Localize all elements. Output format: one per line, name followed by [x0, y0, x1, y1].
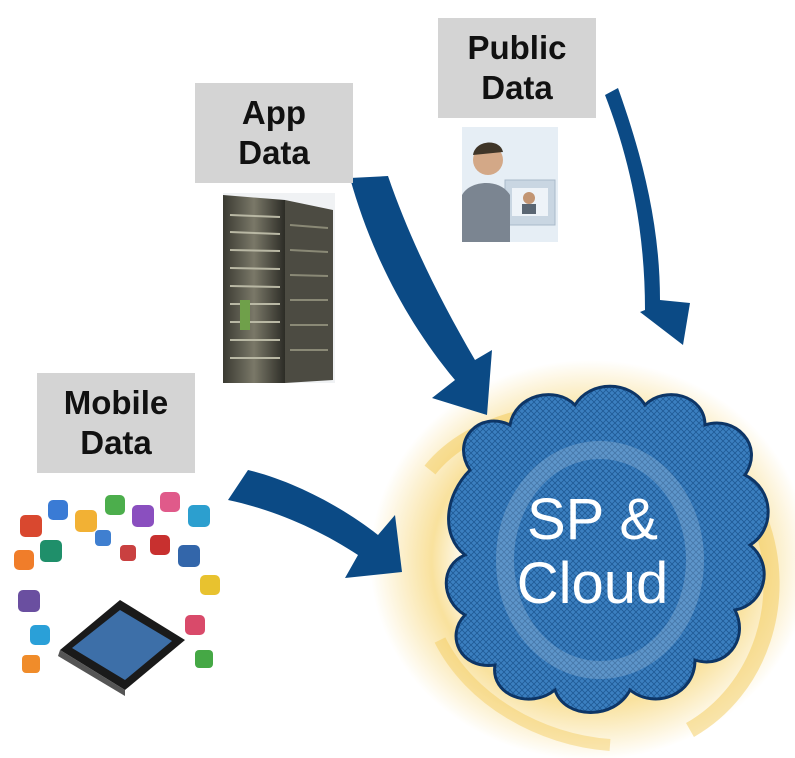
app-data-label: App Data	[195, 83, 353, 183]
person-at-computer-icon	[462, 127, 558, 242]
server-rack-icon	[223, 193, 335, 383]
public-data-label: Public Data	[438, 18, 596, 118]
smartphone-apps-icon	[14, 492, 220, 696]
cloud-label: SP & Cloud	[490, 488, 695, 616]
app-data-label-line-1: App	[241, 94, 307, 131]
app-data-label-line-2: Data	[238, 134, 310, 171]
public-data-label-line-2: Data	[481, 69, 553, 106]
mobile-data-label-line-2: Data	[80, 424, 152, 461]
cloud-label-line-2: Cloud	[516, 551, 669, 616]
public-data-label-line-1: Public	[467, 29, 567, 66]
mobile-data-label: Mobile Data	[37, 373, 195, 473]
mobile-data-label-line-1: Mobile	[63, 384, 169, 421]
arrow-public-to-cloud	[605, 88, 690, 345]
cloud-label-line-1: SP &	[526, 487, 659, 552]
sp-cloud	[444, 384, 770, 714]
arrow-app-to-cloud	[350, 176, 492, 415]
arrow-mobile-to-cloud	[228, 470, 402, 578]
